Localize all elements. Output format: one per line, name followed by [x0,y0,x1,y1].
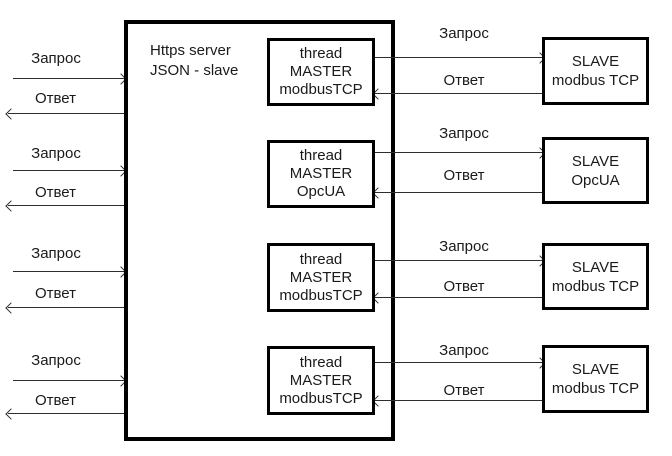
slave-box-line: SLAVE [571,53,620,70]
response-label: Ответ [443,382,485,399]
server-title-line: Https server [150,42,231,59]
slave-box-line: SLAVE [571,361,620,378]
response-label: Ответ [34,285,77,302]
request-label: Запрос [439,238,489,255]
slave-box-line: modbus TCP [551,277,640,295]
slave-box-line: modbus TCP [551,72,640,89]
thread-box-line: thread [299,45,343,62]
response-label: Ответ [34,90,77,107]
thread-box-line: OpcUA [296,183,346,200]
thread-master-box-3: thread MASTER modbusTCP [267,243,375,312]
request-label: Запрос [31,145,81,162]
server-title: Https server JSON - slave [150,41,238,81]
thread-master-box-1: thread MASTER modbusTCP [267,38,375,106]
request-arrow [13,380,124,381]
response-arrow [375,400,543,401]
request-arrow [13,170,124,171]
request-arrow [13,78,124,79]
response-arrow [8,413,124,414]
thread-box-line: MASTER [289,371,353,389]
thread-master-box-2: thread MASTER OpcUA [267,140,375,208]
request-arrow [375,260,543,261]
thread-box-line: thread [299,250,343,268]
response-label: Ответ [443,278,485,295]
request-arrow [375,362,543,363]
thread-box-line: modbusTCP [279,389,363,407]
slave-box-2: SLAVE OpcUA [542,137,649,204]
request-arrow [13,271,124,272]
request-label: Запрос [31,352,81,369]
request-label: Запрос [439,125,489,142]
response-label: Ответ [34,184,77,201]
server-title-line: JSON - slave [150,62,239,79]
thread-box-line: thread [299,147,343,164]
thread-box-line: modbusTCP [279,81,363,98]
request-label: Запрос [31,50,81,67]
thread-box-line: MASTER [289,268,353,286]
thread-box-line: MASTER [289,63,353,80]
thread-box-line: modbusTCP [279,286,363,304]
thread-box-line: thread [299,353,343,371]
response-arrow [375,192,543,193]
slave-box-3: SLAVE modbus TCP [542,243,649,310]
slave-box-line: OpcUA [571,171,620,189]
https-server-box: Https server JSON - slave [124,20,395,441]
request-label: Запрос [439,25,489,42]
request-arrow [375,57,543,58]
response-arrow [8,113,124,114]
response-label: Ответ [443,72,485,89]
slave-box-line: SLAVE [571,258,620,276]
response-arrow [8,307,124,308]
response-label: Ответ [34,392,77,409]
thread-box-line: MASTER [289,165,353,182]
request-label: Запрос [31,245,81,262]
slave-box-line: modbus TCP [551,380,640,397]
slave-box-4: SLAVE modbus TCP [542,345,649,413]
response-arrow [8,205,124,206]
request-label: Запрос [439,342,489,359]
thread-master-box-4: thread MASTER modbusTCP [267,346,375,415]
request-arrow [375,152,543,153]
response-arrow [375,297,543,298]
slave-box-line: SLAVE [571,152,620,170]
slave-box-1: SLAVE modbus TCP [542,37,649,105]
response-label: Ответ [443,167,485,184]
response-arrow [375,93,543,94]
